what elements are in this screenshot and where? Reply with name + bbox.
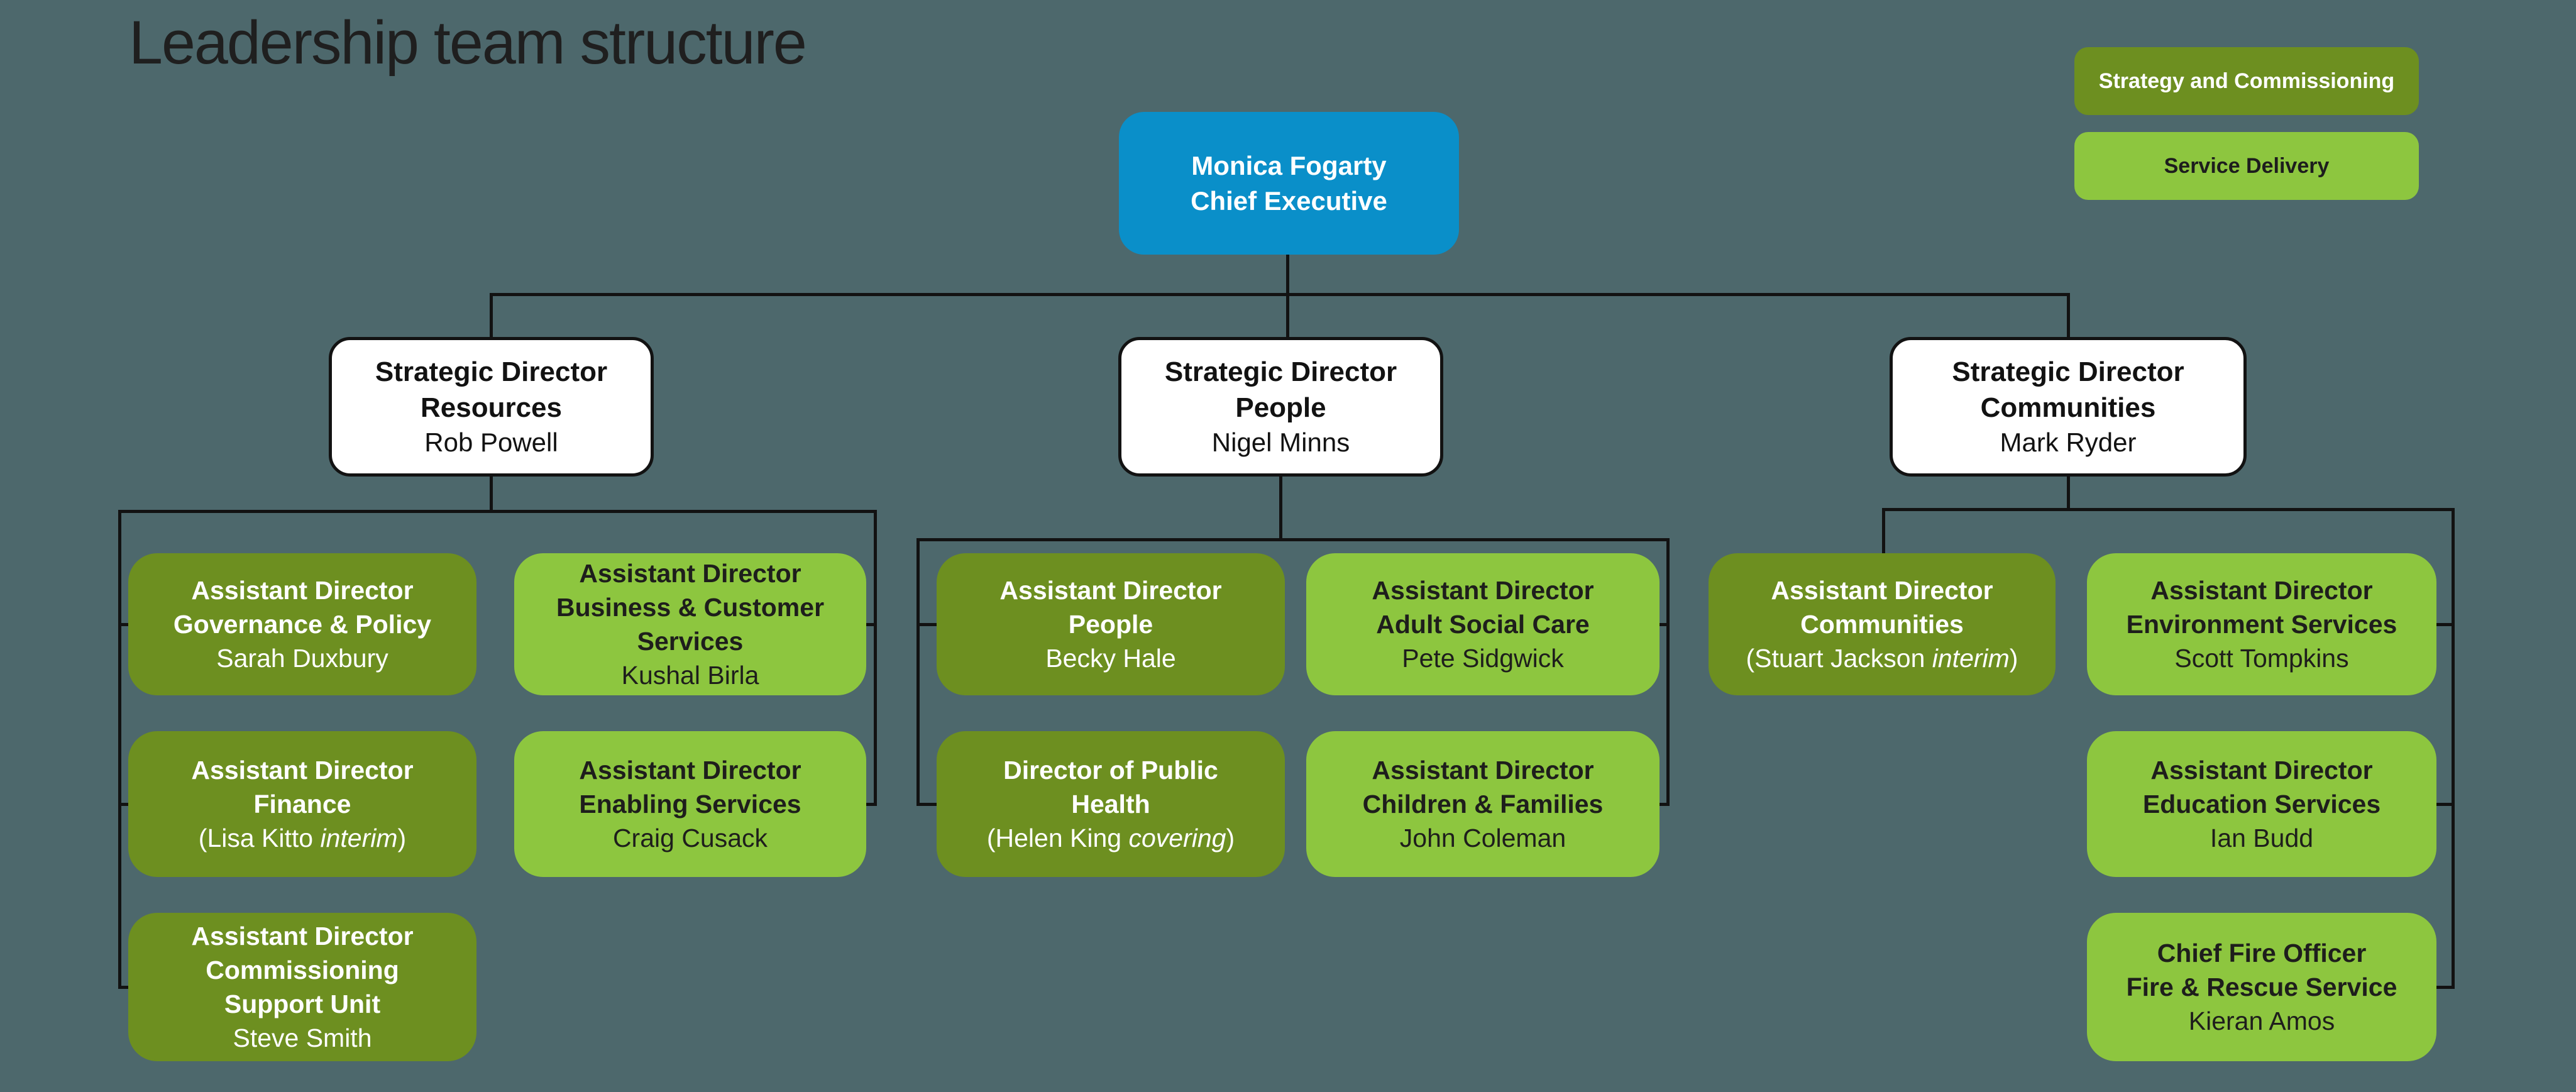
box-name: Pete Sidgwick bbox=[1402, 644, 1564, 673]
connector-drop-communities bbox=[2067, 293, 2070, 339]
box-title: Strategic Director Communities bbox=[1952, 356, 2184, 423]
box-title: Assistant Director People bbox=[999, 576, 1222, 639]
name-text: (Helen King bbox=[986, 824, 1129, 852]
box-name: Nigel Minns bbox=[1211, 427, 1350, 457]
org-box-governance-policy: Assistant Director Governance & Policy S… bbox=[128, 553, 476, 695]
org-box-people: Assistant Director People Becky Hale bbox=[937, 553, 1285, 695]
connector-communities-right-vertical bbox=[2452, 508, 2455, 989]
box-title: Assistant Director Enabling Services bbox=[579, 756, 801, 819]
box-title: Assistant Director Children & Families bbox=[1362, 756, 1604, 819]
connector-communities-left-vertical bbox=[1882, 508, 1885, 556]
connector-people-right-vertical bbox=[1666, 538, 1670, 806]
box-name: Steve Smith bbox=[233, 1023, 372, 1052]
connector-resources-right-vertical bbox=[874, 510, 877, 806]
box-title: Monica Fogarty Chief Executive bbox=[1191, 150, 1387, 216]
org-box-chief-executive: Monica Fogarty Chief Executive bbox=[1119, 112, 1459, 255]
box-title: Strategic Director Resources bbox=[375, 356, 608, 423]
legend-strategy-and-commissioning: Strategy and Commissioning bbox=[2074, 47, 2419, 115]
name-text: ) bbox=[1226, 824, 1235, 852]
org-box-education-services: Assistant Director Education Services Ia… bbox=[2087, 731, 2436, 877]
connector-drop-resources bbox=[490, 293, 493, 339]
org-box-business-customer-services: Assistant Director Business & Customer S… bbox=[514, 553, 866, 695]
connector-tick bbox=[916, 623, 939, 626]
connector-tick bbox=[1657, 623, 1670, 626]
connector-tick bbox=[118, 623, 132, 626]
org-box-strategic-director-resources: Strategic Director Resources Rob Powell bbox=[329, 337, 654, 477]
org-box-adult-social-care: Assistant Director Adult Social Care Pet… bbox=[1306, 553, 1660, 695]
box-title: Assistant Director Business & Customer S… bbox=[556, 559, 825, 656]
connector-tick bbox=[2435, 803, 2453, 806]
box-name: (Stuart Jackson interim) bbox=[1746, 641, 2018, 675]
box-name: Becky Hale bbox=[1045, 644, 1176, 673]
connector-top-horizontal bbox=[490, 293, 2070, 296]
box-title: Assistant Director Governance & Policy bbox=[173, 576, 432, 639]
org-box-director-public-health: Director of Public Health (Helen King co… bbox=[937, 731, 1285, 877]
connector-resources-horizontal bbox=[118, 510, 877, 513]
box-name: Kushal Birla bbox=[621, 661, 759, 690]
box-title: Assistant Director Education Services bbox=[2142, 756, 2381, 819]
box-name: Sarah Duxbury bbox=[216, 644, 388, 673]
name-italic: interim bbox=[320, 824, 398, 852]
connector-tick bbox=[118, 986, 132, 989]
box-title: Assistant Director Commissioning Support… bbox=[191, 922, 414, 1018]
box-name: Kieran Amos bbox=[2188, 1007, 2335, 1035]
box-name: (Helen King covering) bbox=[987, 821, 1235, 855]
connector-tick bbox=[2435, 986, 2453, 989]
connector-resources-left-vertical bbox=[118, 510, 121, 989]
box-name: Craig Cusack bbox=[612, 824, 768, 852]
connector-people-trunk bbox=[1279, 477, 1282, 541]
name-text: ) bbox=[397, 824, 407, 852]
connector-tick bbox=[862, 803, 877, 806]
org-box-communities: Assistant Director Communities (Stuart J… bbox=[1709, 553, 2056, 695]
org-box-finance: Assistant Director Finance (Lisa Kitto i… bbox=[128, 731, 476, 877]
box-title: Assistant Director Finance bbox=[191, 756, 414, 819]
org-box-children-families: Assistant Director Children & Families J… bbox=[1306, 731, 1660, 877]
name-text: (Lisa Kitto bbox=[198, 824, 321, 852]
org-box-environment-services: Assistant Director Environment Services … bbox=[2087, 553, 2436, 695]
name-italic: interim bbox=[1932, 644, 2010, 673]
box-title: Chief Fire Officer Fire & Rescue Service bbox=[2126, 939, 2397, 1001]
connector-communities-trunk bbox=[2067, 477, 2070, 510]
connector-tick bbox=[916, 803, 939, 806]
box-name: Ian Budd bbox=[2210, 824, 2314, 852]
box-title: Assistant Director Communities bbox=[1771, 576, 1993, 639]
box-name: John Coleman bbox=[1399, 824, 1566, 852]
page-title: Leadership team structure bbox=[129, 8, 807, 77]
box-name: Scott Tompkins bbox=[2174, 644, 2349, 673]
box-title: Strategic Director People bbox=[1164, 356, 1397, 423]
org-box-fire-rescue-service: Chief Fire Officer Fire & Rescue Service… bbox=[2087, 913, 2436, 1061]
box-title: Assistant Director Environment Services bbox=[2126, 576, 2397, 639]
connector-people-left-vertical bbox=[916, 538, 920, 806]
connector-tick bbox=[118, 803, 132, 806]
connector-tick bbox=[1657, 803, 1670, 806]
connector-tick bbox=[862, 623, 877, 626]
org-box-commissioning-support-unit: Assistant Director Commissioning Support… bbox=[128, 913, 476, 1061]
legend-service-delivery: Service Delivery bbox=[2074, 132, 2419, 200]
connector-resources-trunk bbox=[490, 477, 493, 512]
name-italic: covering bbox=[1128, 824, 1226, 852]
name-text: (Stuart Jackson bbox=[1746, 644, 1932, 673]
org-box-strategic-director-people: Strategic Director People Nigel Minns bbox=[1118, 337, 1443, 477]
box-name: Rob Powell bbox=[424, 427, 558, 457]
org-box-enabling-services: Assistant Director Enabling Services Cra… bbox=[514, 731, 866, 877]
connector-communities-horizontal bbox=[1882, 508, 2455, 511]
org-box-strategic-director-communities: Strategic Director Communities Mark Ryde… bbox=[1890, 337, 2247, 477]
connector-tick bbox=[2435, 623, 2453, 626]
box-name: (Lisa Kitto interim) bbox=[199, 821, 406, 855]
name-text: ) bbox=[2009, 644, 2018, 673]
box-title: Director of Public Health bbox=[1003, 756, 1218, 819]
connector-people-horizontal bbox=[916, 538, 1670, 541]
box-title: Assistant Director Adult Social Care bbox=[1372, 576, 1594, 639]
connector-ce-trunk bbox=[1286, 255, 1289, 339]
box-name: Mark Ryder bbox=[2000, 427, 2137, 457]
